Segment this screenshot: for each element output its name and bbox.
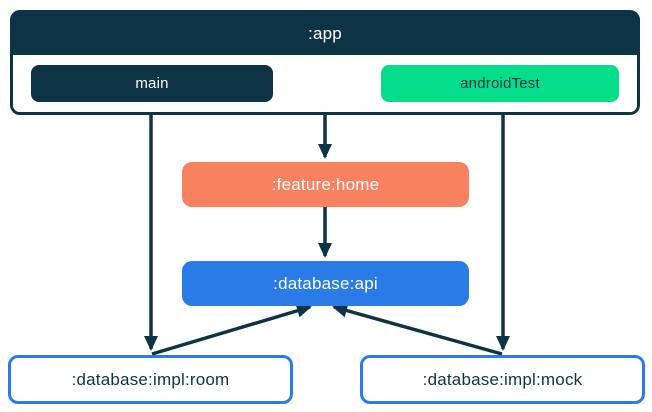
chip-main-label: main xyxy=(135,75,169,92)
chip-main: main xyxy=(31,65,273,102)
node-database-impl-room: :database:impl:room xyxy=(8,355,293,404)
node-database-api-label: :database:api xyxy=(273,273,378,293)
node-feature-home: :feature:home xyxy=(182,162,469,207)
node-app-sourcesets: main androidTest xyxy=(13,55,637,112)
edge-database-impl-room-to-database-api xyxy=(151,303,312,356)
node-feature-home-label: :feature:home xyxy=(271,174,380,194)
chip-androidtest: androidTest xyxy=(381,65,619,102)
node-database-impl-mock-label: :database:impl:mock xyxy=(422,369,583,389)
node-database-impl-room-label: :database:impl:room xyxy=(71,369,230,389)
node-database-api: :database:api xyxy=(182,261,469,306)
chip-androidtest-label: androidTest xyxy=(460,75,540,92)
node-app-label: :app xyxy=(308,24,342,43)
node-app-header: :app xyxy=(13,13,637,55)
edge-database-impl-mock-to-database-api xyxy=(332,303,503,356)
node-database-impl-mock: :database:impl:mock xyxy=(360,355,645,404)
node-app: :app main androidTest xyxy=(10,10,640,115)
